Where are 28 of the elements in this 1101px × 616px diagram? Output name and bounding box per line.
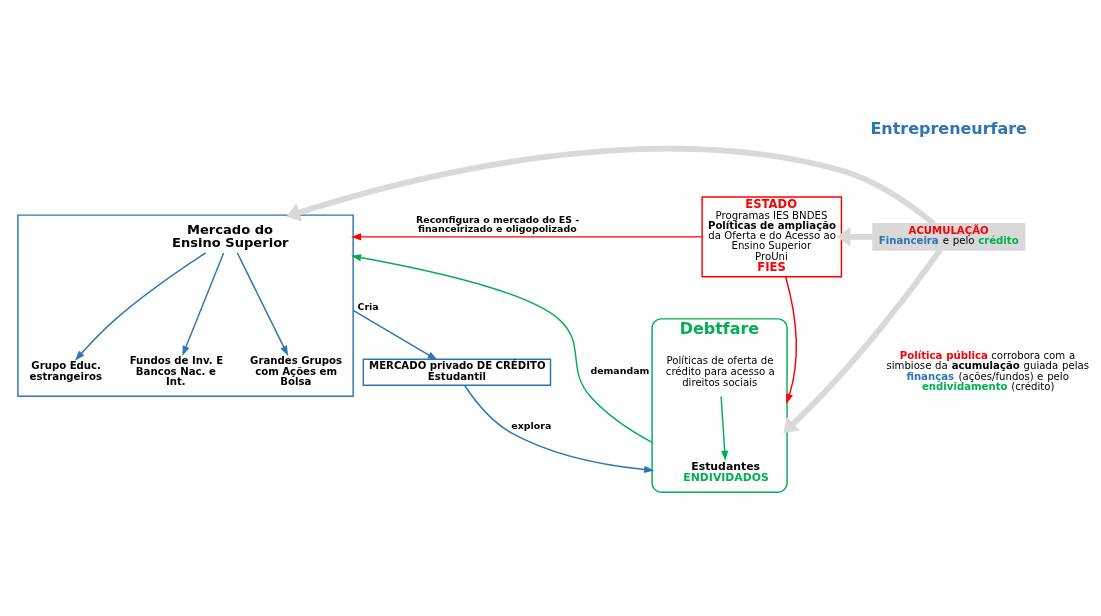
edge-label: Política pública corrobora com a simbiose da acumulação guiada pelas finanças (ações/fundos) e pelo endividamento (crédito): [886, 350, 1090, 392]
node-text: Mercado do Ensino Superior: [172, 221, 289, 250]
arrow: [350, 233, 703, 241]
arrow: [182, 252, 225, 357]
label: Entrepreneurfare: [870, 119, 1027, 139]
node-text: Grandes Grupos com Ações em Bolsa: [250, 355, 343, 387]
node-box: ACUMULAÇÃO Financeira e pelo crédito: [872, 223, 1026, 251]
arrow: [352, 309, 438, 361]
arrow: [720, 395, 729, 461]
arrow: [351, 254, 653, 444]
arrow: [783, 248, 943, 433]
arrow: [836, 227, 873, 247]
edge-label: Reconfigura o mercado do ES - financeirizado e oligopolizado: [416, 213, 580, 235]
node-text: Fundos de Inv. E Bancos Nac. e Int.: [129, 355, 224, 387]
edge-label: demandam: [590, 364, 650, 376]
arrow: [236, 252, 289, 356]
cluster: [17, 214, 354, 397]
arrow: [784, 276, 797, 405]
node-text: Políticas de oferta de crédito para acesso a direitos sociais: [665, 355, 775, 388]
edge-label: explora: [511, 420, 552, 432]
arrow: [74, 252, 207, 361]
edge-label: Cria: [357, 300, 379, 312]
node-box: ESTADO Programas IES BNDES Políticas de ampliação da Oferta e do Acesso ao Ensino Superior ProUni FIES: [701, 196, 843, 278]
arrow: [286, 146, 936, 226]
node-text: Estudantes ENDIVIDADOS: [683, 459, 769, 484]
node-box: MERCADO privado DE CRÉDITO Estudantil: [362, 358, 552, 386]
arrow: [463, 384, 655, 473]
node-text: Grupo Educ. estrangeiros: [29, 360, 102, 382]
